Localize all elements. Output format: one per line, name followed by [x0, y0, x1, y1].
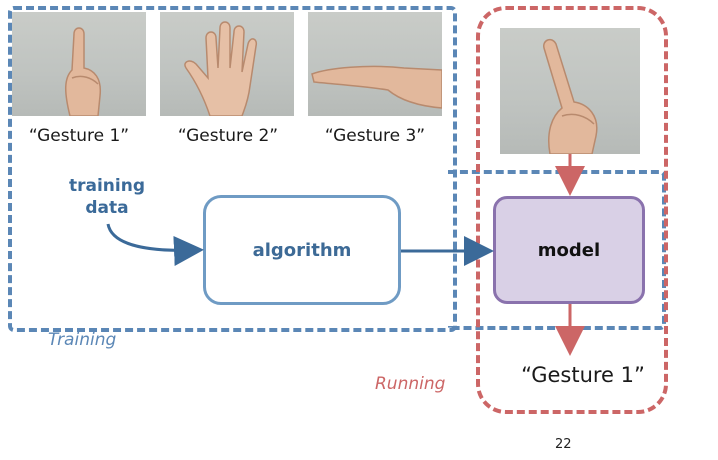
model-label: model	[537, 239, 601, 261]
gesture-2-photo	[160, 12, 294, 116]
algorithm-label: algorithm	[252, 239, 352, 261]
algorithm-box: algorithm	[203, 195, 401, 305]
training-region-label: Training	[48, 330, 117, 350]
running-region-label: Running	[375, 374, 446, 394]
training-data-label: training data	[52, 175, 162, 219]
arrow-training-data-to-algorithm	[106, 223, 204, 266]
gesture-2-caption: “Gesture 2”	[177, 126, 279, 146]
page-number: 22	[555, 437, 572, 452]
training-data-label-text: training data	[68, 176, 145, 218]
running-gesture-photo	[500, 28, 640, 154]
gesture-3-caption: “Gesture 3”	[324, 126, 426, 146]
gesture-3-photo	[308, 12, 442, 116]
training-region-outline	[8, 6, 457, 332]
model-box: model	[493, 196, 645, 304]
running-region-outline	[476, 6, 668, 414]
output-label: “Gesture 1”	[521, 363, 645, 387]
gesture-1-caption: “Gesture 1”	[28, 126, 130, 146]
gesture-1-photo	[12, 12, 146, 116]
